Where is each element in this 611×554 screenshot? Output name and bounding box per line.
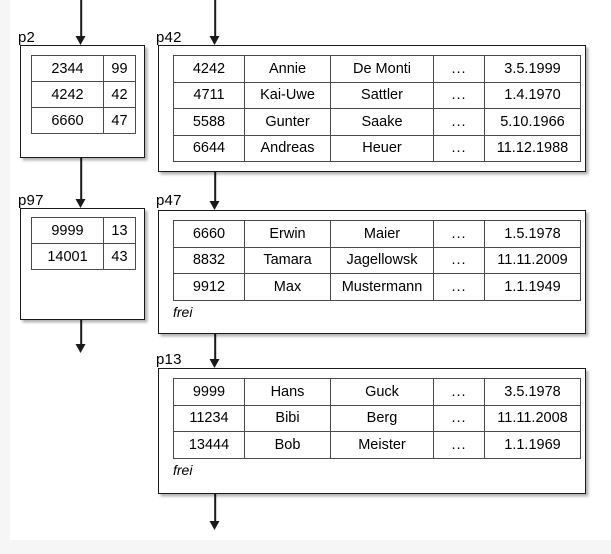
cell-date: 5.10.1966 [484,108,581,136]
index-key: 2344 [31,55,104,82]
table-row[interactable]: 14001 43 [31,243,136,270]
table-row[interactable]: 6644 Andreas Heuer ... 11.12.1988 [173,134,581,162]
cell-date: 1.1.1949 [484,273,581,301]
table-row[interactable]: 2344 99 [31,55,136,82]
data-table-p42: 4242 Annie De Monti ... 3.5.1999 4711 Ka… [173,55,581,162]
cell-more: ... [433,378,485,406]
data-table-p47: 6660 Erwin Maier ... 1.5.1978 8832 Tamar… [173,220,581,301]
cell-more: ... [433,273,485,301]
cell-date: 1.1.1969 [484,431,581,459]
cell-last: Maier [330,220,434,248]
table-row[interactable]: 6660 47 [31,107,136,134]
table-row[interactable]: 9999 Hans Guck ... 3.5.1978 [173,378,581,406]
table-row[interactable]: 9999 13 [31,217,136,244]
cell-more: ... [433,134,485,162]
cell-id: 8832 [173,246,245,274]
cell-last: Berg [330,404,434,432]
cell-first: Erwin [244,220,331,248]
table-row[interactable]: 4711 Kai-Uwe Sattler ... 1.4.1970 [173,81,581,109]
index-pointer: 43 [103,243,136,270]
index-table-p97: 9999 13 14001 43 [31,217,136,270]
table-row[interactable]: 4242 42 [31,81,136,108]
cell-first: Andreas [244,134,331,162]
cell-date: 1.5.1978 [484,220,581,248]
cell-first: Max [244,273,331,301]
cell-id: 13444 [173,431,245,459]
cell-more: ... [433,220,485,248]
free-space-label-p13: frei [173,462,193,478]
cell-date: 11.11.2009 [484,246,581,274]
cell-last: Meister [330,431,434,459]
cell-id: 6644 [173,134,245,162]
cell-last: Sattler [330,81,434,109]
cell-date: 3.5.1999 [484,55,581,83]
cell-first: Kai-Uwe [244,81,331,109]
cell-last: Heuer [330,134,434,162]
node-p47[interactable]: 6660 Erwin Maier ... 1.5.1978 8832 Tamar… [158,210,586,334]
index-key: 14001 [31,243,104,270]
index-pointer: 42 [103,81,136,108]
node-label-p47: p47 [156,192,182,209]
cell-more: ... [433,404,485,432]
index-table-p2: 2344 99 4242 42 6660 47 [31,55,136,134]
node-label-p2: p2 [18,29,36,46]
cell-first: Tamara [244,246,331,274]
cell-more: ... [433,81,485,109]
cell-last: Mustermann [330,273,434,301]
node-p97[interactable]: 9999 13 14001 43 [20,208,145,320]
index-pointer: 47 [103,107,136,134]
cell-id: 4711 [173,81,245,109]
table-row[interactable]: 13444 Bob Meister ... 1.1.1969 [173,431,581,459]
cell-last: De Monti [330,55,434,83]
cell-more: ... [433,246,485,274]
table-row[interactable]: 11234 Bibi Berg ... 11.11.2008 [173,404,581,432]
node-p42[interactable]: 4242 Annie De Monti ... 3.5.1999 4711 Ka… [158,45,586,172]
cell-id: 6660 [173,220,245,248]
table-row[interactable]: 5588 Gunter Saake ... 5.10.1966 [173,108,581,136]
node-p2[interactable]: 2344 99 4242 42 6660 47 [20,45,145,158]
cell-last: Jagellowsk [330,246,434,274]
node-p13[interactable]: 9999 Hans Guck ... 3.5.1978 11234 Bibi B… [158,368,586,494]
node-label-p97: p97 [18,192,44,209]
cell-id: 4242 [173,55,245,83]
index-key: 9999 [31,217,104,244]
cell-more: ... [433,431,485,459]
cell-date: 11.11.2008 [484,404,581,432]
table-row[interactable]: 9912 Max Mustermann ... 1.1.1949 [173,273,581,301]
cell-date: 1.4.1970 [484,81,581,109]
cell-id: 5588 [173,108,245,136]
cell-first: Bob [244,431,331,459]
table-row[interactable]: 8832 Tamara Jagellowsk ... 11.11.2009 [173,246,581,274]
cell-first: Gunter [244,108,331,136]
node-label-p13: p13 [156,351,182,368]
node-label-p42: p42 [156,29,182,46]
cell-more: ... [433,55,485,83]
index-key: 6660 [31,107,104,134]
cell-date: 3.5.1978 [484,378,581,406]
cell-id: 11234 [173,404,245,432]
free-space-label-p47: frei [173,304,193,320]
cell-last: Guck [330,378,434,406]
table-row[interactable]: 4242 Annie De Monti ... 3.5.1999 [173,55,581,83]
cell-id: 9912 [173,273,245,301]
index-key: 4242 [31,81,104,108]
index-pointer: 99 [103,55,136,82]
index-pointer: 13 [103,217,136,244]
cell-more: ... [433,108,485,136]
cell-last: Saake [330,108,434,136]
diagram-sheet: p2 2344 99 4242 42 6660 47 [10,0,611,540]
cell-date: 11.12.1988 [484,134,581,162]
cell-first: Bibi [244,404,331,432]
table-row[interactable]: 6660 Erwin Maier ... 1.5.1978 [173,220,581,248]
cell-first: Annie [244,55,331,83]
cell-first: Hans [244,378,331,406]
data-table-p13: 9999 Hans Guck ... 3.5.1978 11234 Bibi B… [173,378,581,459]
cell-id: 9999 [173,378,245,406]
